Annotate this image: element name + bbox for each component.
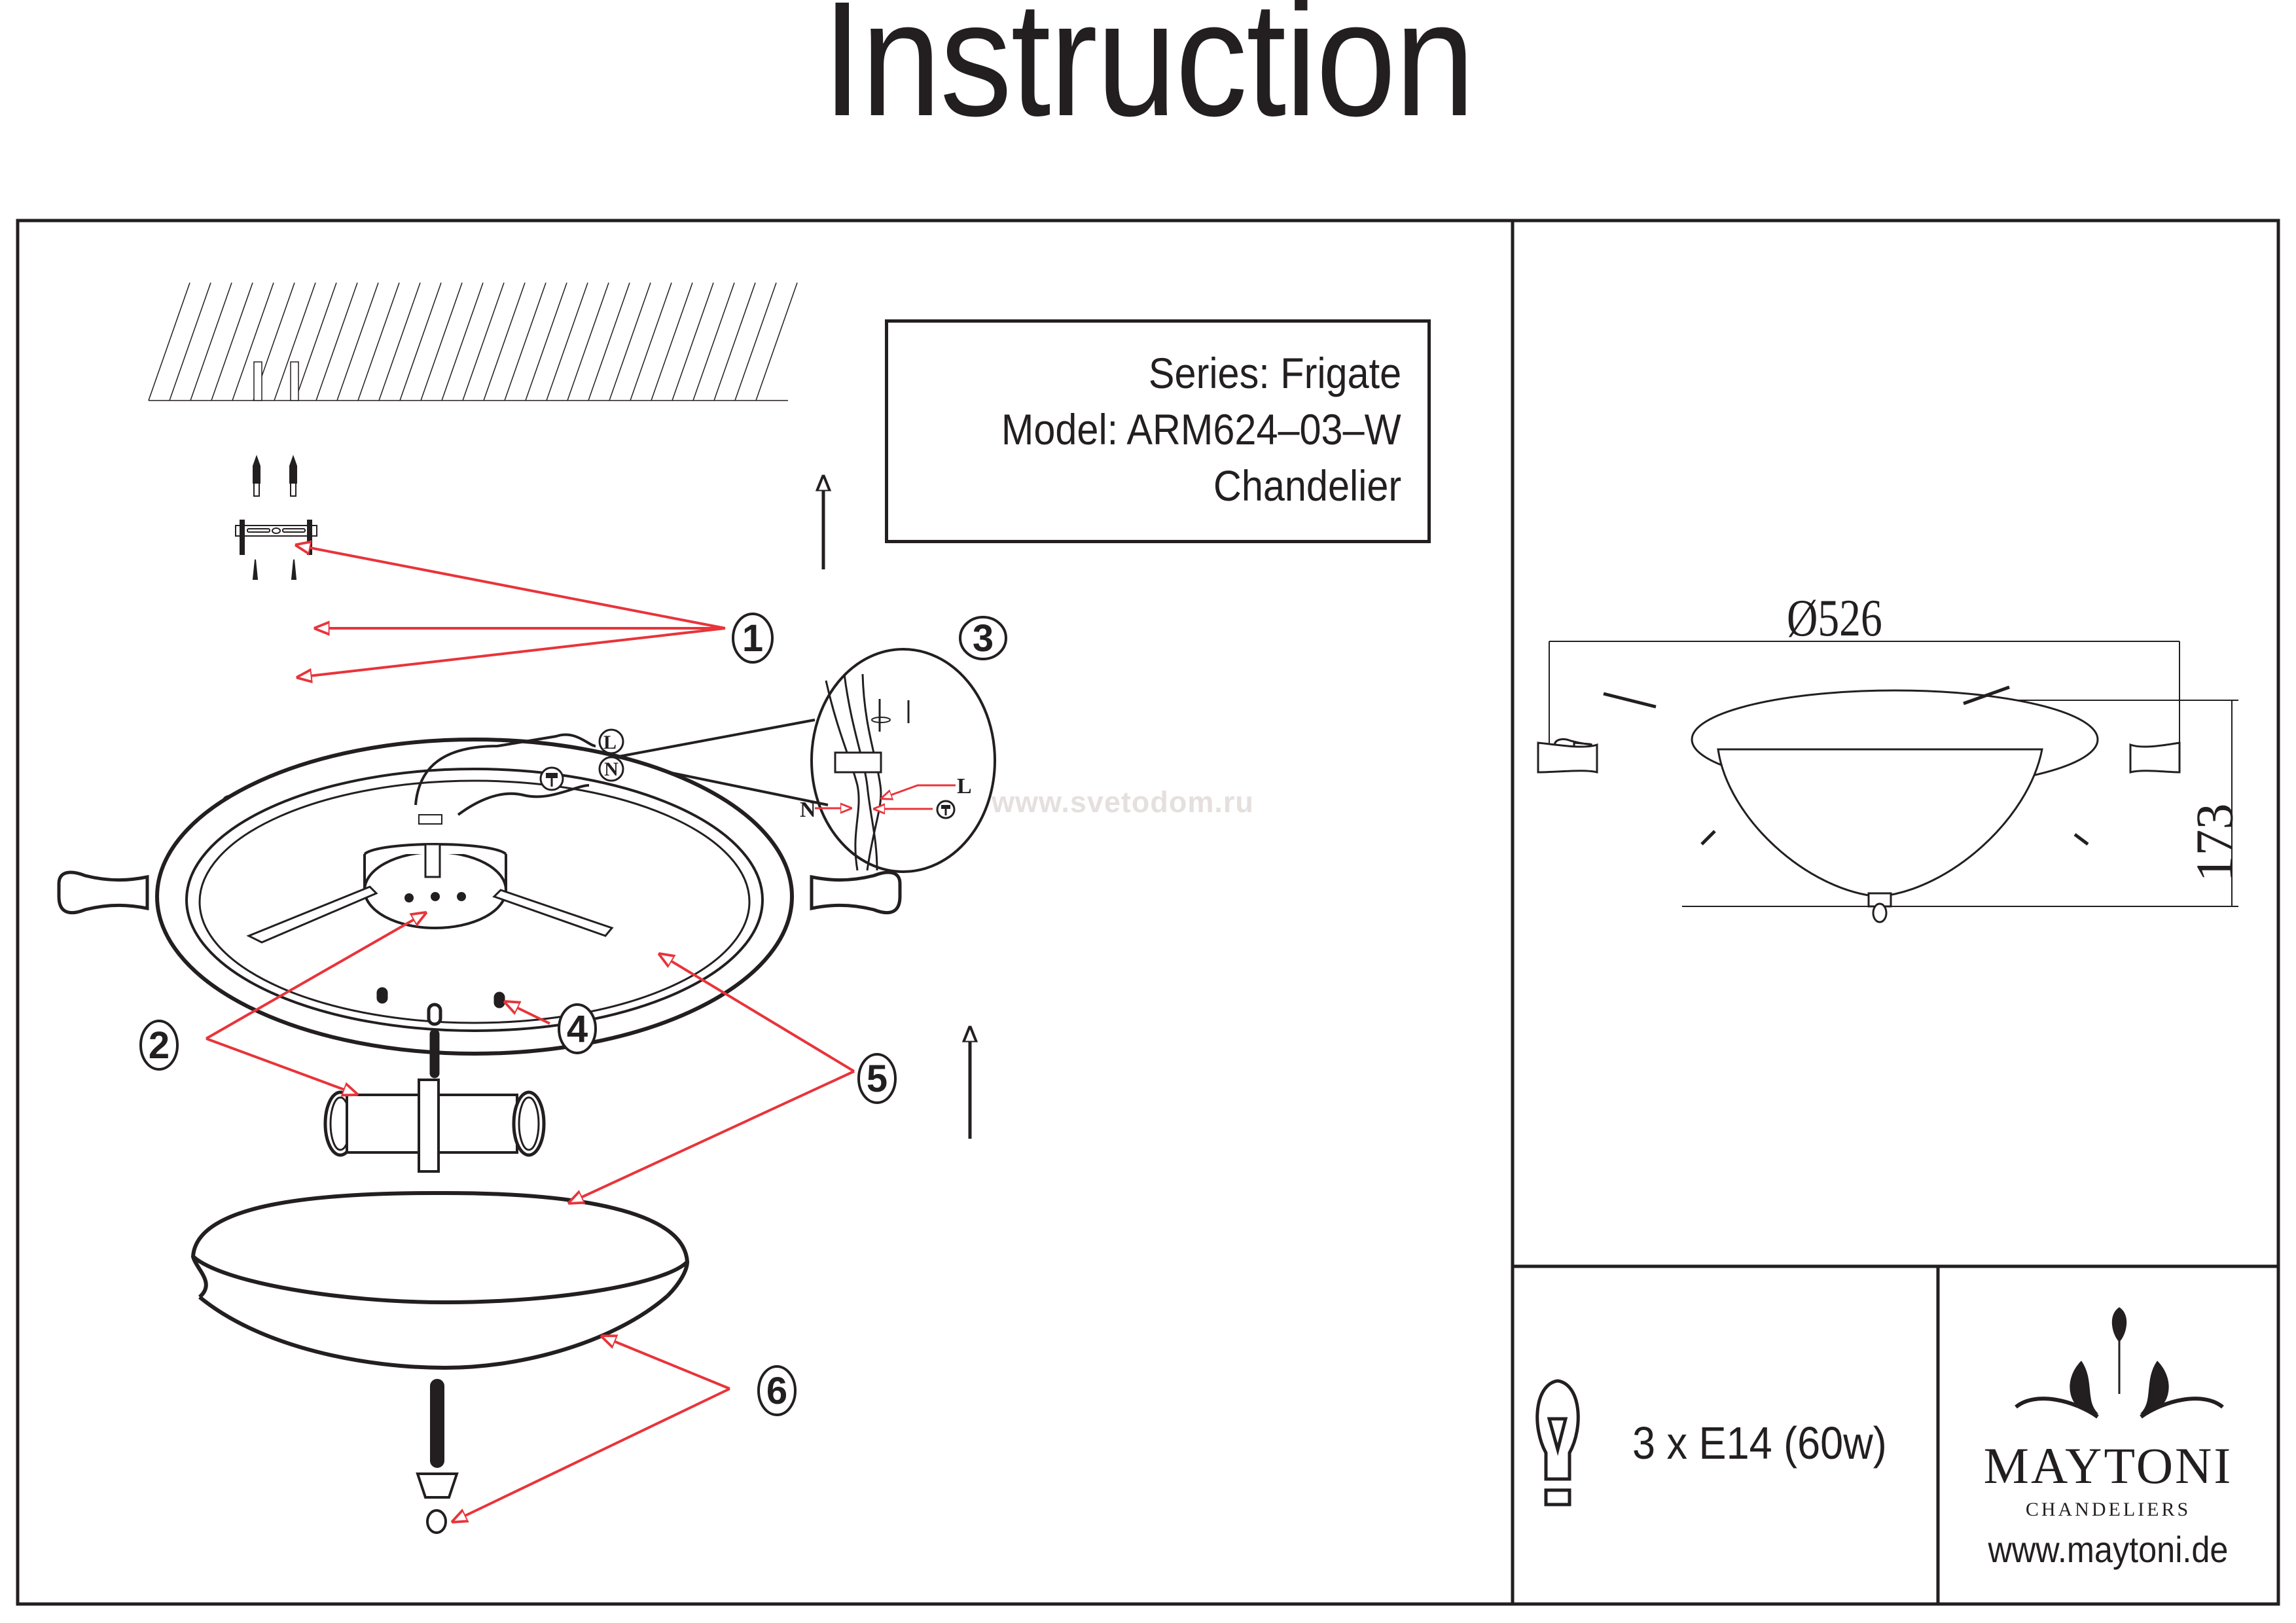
bulb-spec: 3 x E14 (60w) bbox=[1632, 1418, 1887, 1469]
diameter-dimension: Ø526 bbox=[1787, 590, 1882, 647]
live-label: L bbox=[957, 774, 972, 798]
ceiling-hatch bbox=[148, 282, 798, 401]
series-label: Series: Frigate bbox=[1148, 349, 1401, 397]
lightbulb-icon bbox=[1535, 1379, 1580, 1507]
dimension-drawing bbox=[1537, 641, 2238, 923]
height-dimension: 173 bbox=[2186, 803, 2244, 882]
callout-3: 3 bbox=[973, 617, 994, 660]
product-info-box: Series: Frigate Model: ARM624–03–W Chand… bbox=[885, 319, 1431, 543]
neutral-terminal-label: N bbox=[604, 758, 619, 780]
mounting-hardware bbox=[235, 455, 317, 580]
callout-4: 4 bbox=[567, 1008, 588, 1050]
neutral-terminal-icon bbox=[598, 756, 624, 782]
ground-terminal-icon bbox=[539, 766, 564, 791]
model-label: Model: ARM624–03–W bbox=[1001, 405, 1401, 454]
power-cable bbox=[414, 733, 596, 825]
ships-wheel-frame bbox=[57, 738, 902, 1056]
callout-leaders bbox=[206, 545, 855, 1522]
neutral-label: N bbox=[800, 798, 816, 822]
callout-2: 2 bbox=[149, 1024, 170, 1067]
live-terminal-icon bbox=[598, 728, 624, 755]
page-frame bbox=[16, 219, 2280, 1606]
brand-subtitle: CHANDELIERS bbox=[2025, 1499, 2191, 1520]
page-title: Instruction bbox=[822, 0, 1475, 150]
socket-assembly bbox=[323, 987, 546, 1173]
up-arrow-icon bbox=[823, 476, 970, 1139]
brand-name: MAYTONI bbox=[1983, 1437, 2233, 1494]
live-terminal-label: L bbox=[603, 732, 617, 753]
maytoni-logo-icon bbox=[2015, 1307, 2224, 1419]
product-type-label: Chandelier bbox=[1213, 461, 1401, 510]
callout-6: 6 bbox=[766, 1370, 787, 1412]
callout-5: 5 bbox=[867, 1058, 888, 1100]
wiring-arrows bbox=[815, 784, 956, 809]
callout-markers bbox=[139, 613, 1007, 1416]
glass-shade bbox=[190, 1190, 690, 1534]
brand-url-link[interactable]: www.maytoni.de bbox=[1988, 1529, 2229, 1570]
ground-icon bbox=[936, 800, 956, 819]
watermark: www.svetodom.ru bbox=[992, 785, 1254, 819]
callout-1: 1 bbox=[742, 617, 763, 660]
